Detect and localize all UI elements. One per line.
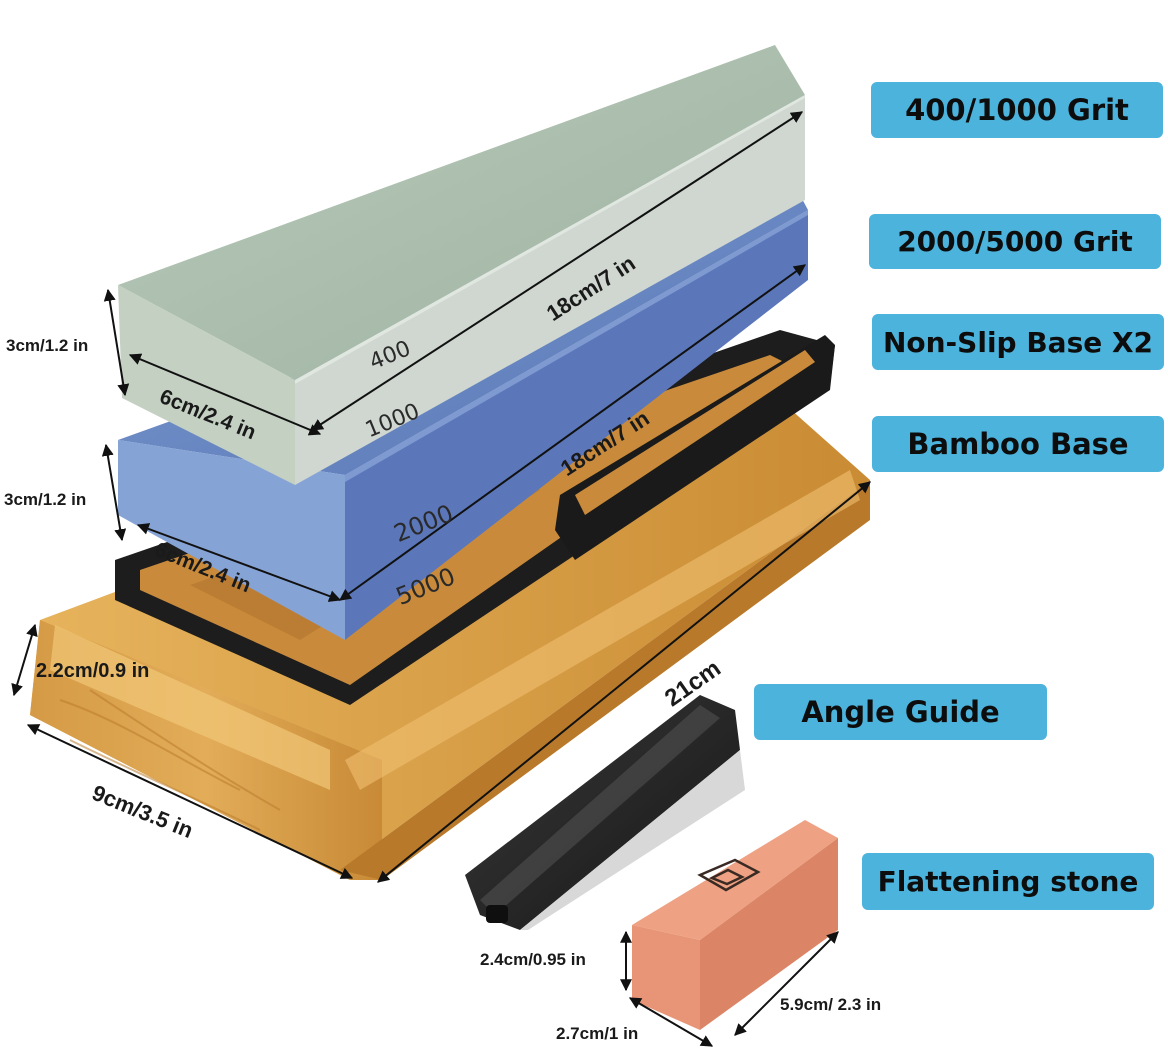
label-400-1000-grit: 400/1000 Grit	[871, 82, 1163, 138]
dim-flatten-length: 5.9cm/ 2.3 in	[780, 995, 882, 1014]
label-2000-5000-grit: 2000/5000 Grit	[869, 214, 1161, 269]
dim-green-height: 3cm/1.2 in	[6, 336, 89, 355]
label-non-slip-base: Non-Slip Base X2	[872, 314, 1164, 370]
label-angle-guide: Angle Guide	[754, 684, 1047, 740]
dim-bamboo-height: 2.2cm/0.9 in	[36, 660, 150, 682]
dim-blue-height: 3cm/1.2 in	[4, 490, 87, 509]
dim-flatten-width: 2.7cm/1 in	[556, 1024, 639, 1043]
dim-guide-height: 2.4cm/0.95 in	[480, 950, 586, 969]
dimension-lines	[11, 111, 871, 1047]
label-bamboo-base: Bamboo Base	[872, 416, 1164, 472]
label-flattening-stone: Flattening stone	[862, 853, 1154, 910]
